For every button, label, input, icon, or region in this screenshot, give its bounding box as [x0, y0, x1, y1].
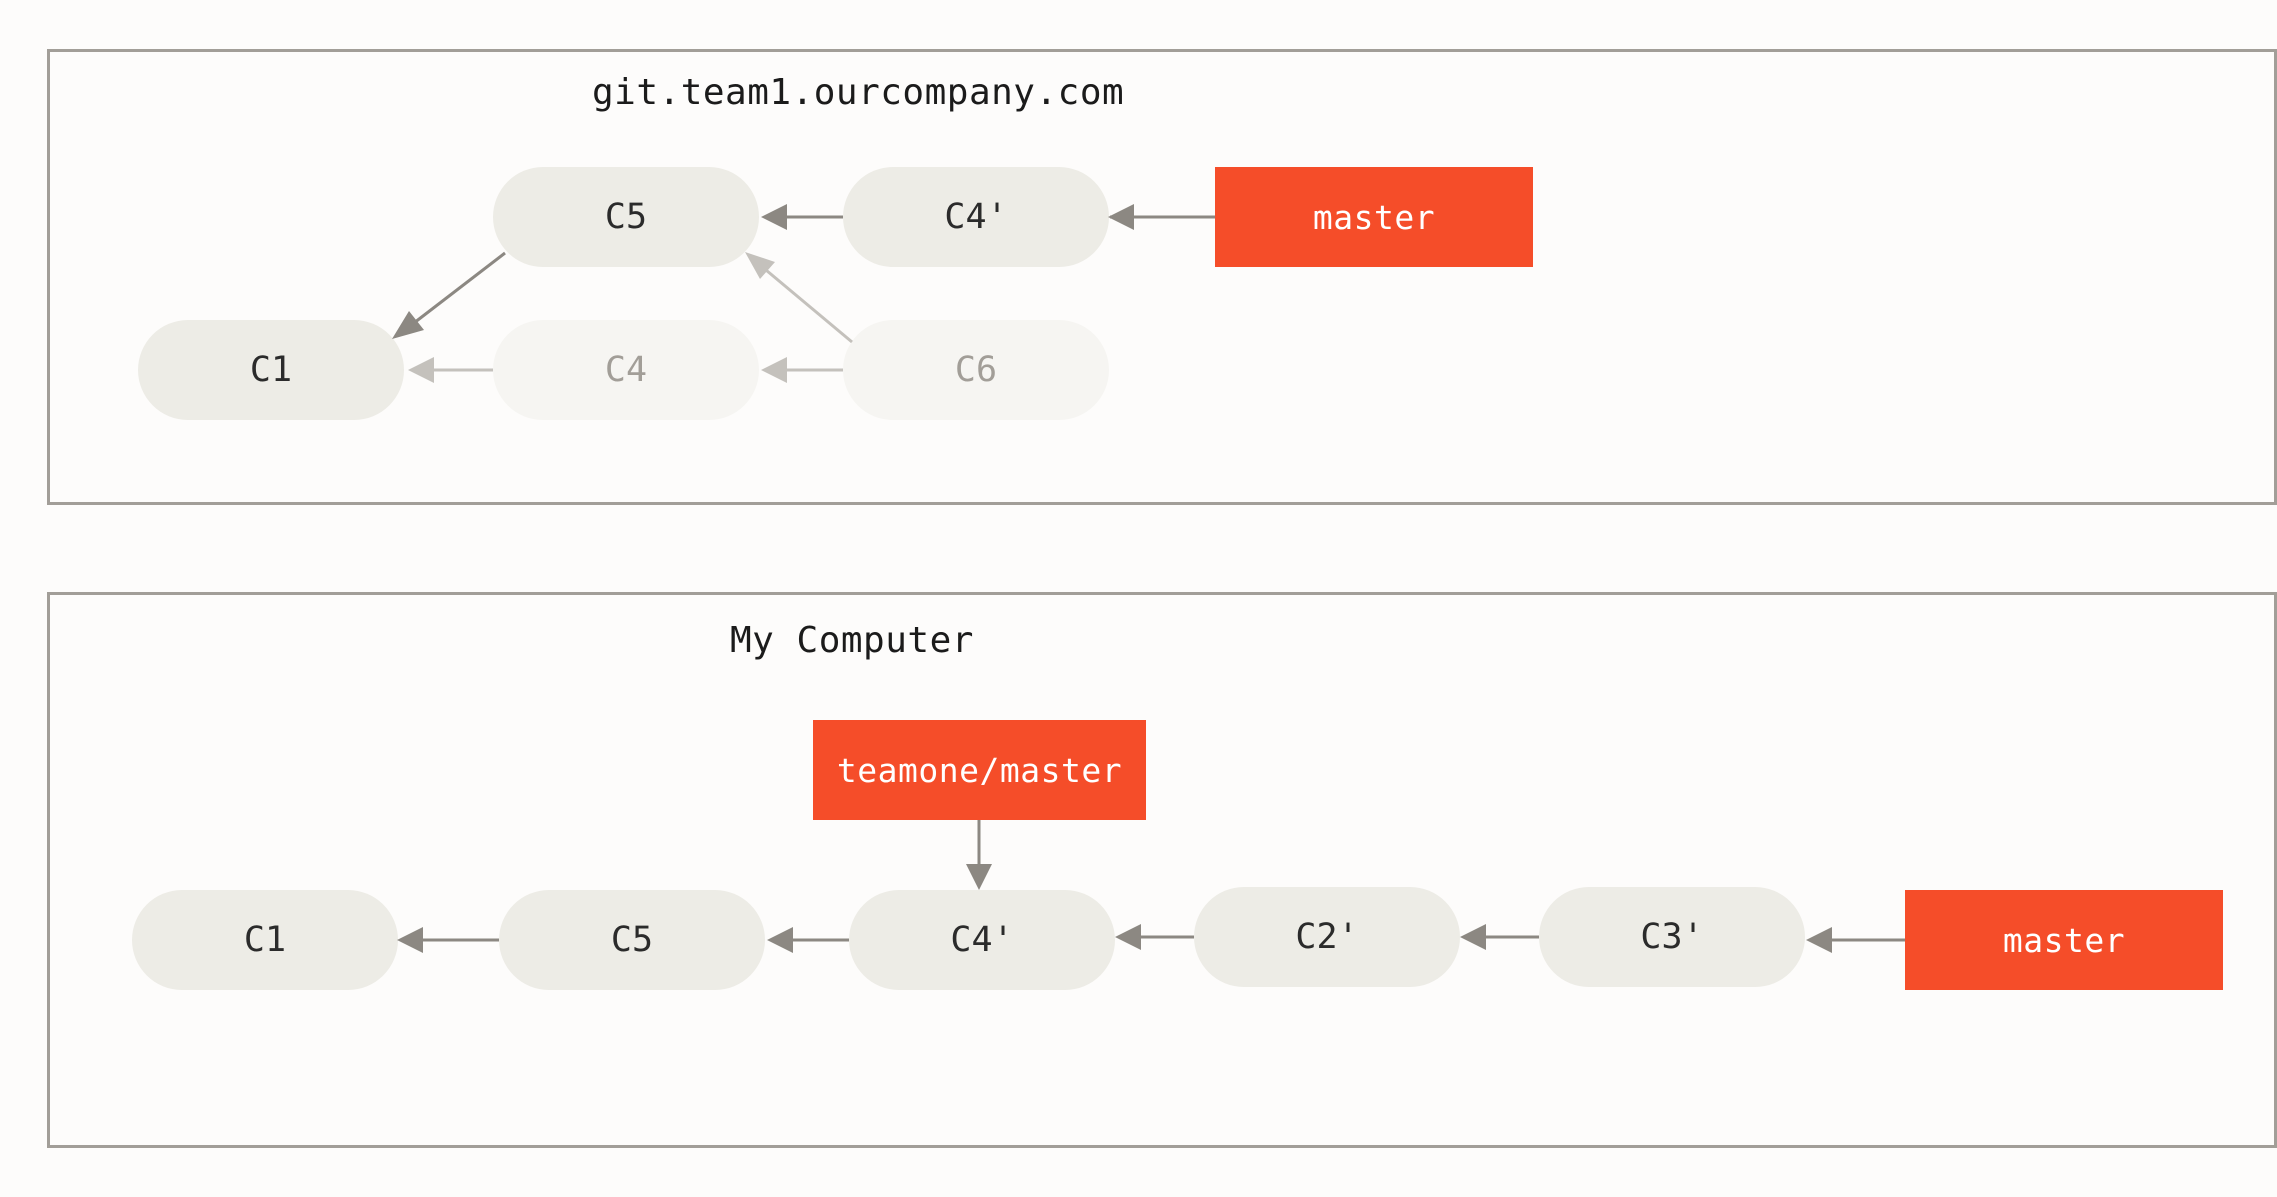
- local-commit-c1: C1: [132, 890, 398, 990]
- remote-branch-master: master: [1215, 167, 1533, 267]
- local-commit-c5: C5: [499, 890, 765, 990]
- remote-commit-c1: C1: [138, 320, 404, 420]
- local-repository-panel: [47, 592, 2277, 1148]
- remote-commit-c5: C5: [493, 167, 759, 267]
- local-panel-title: My Computer: [730, 620, 974, 661]
- remote-commit-c4: C4: [493, 320, 759, 420]
- remote-panel-title: git.team1.ourcompany.com: [592, 72, 1125, 113]
- local-commit-c2-prime: C2': [1194, 887, 1460, 987]
- remote-commit-c6: C6: [843, 320, 1109, 420]
- local-commit-c3-prime: C3': [1539, 887, 1805, 987]
- local-branch-master: master: [1905, 890, 2223, 990]
- remote-repository-panel: [47, 49, 2277, 505]
- local-commit-c4-prime: C4': [849, 890, 1115, 990]
- remote-commit-c4-prime: C4': [843, 167, 1109, 267]
- local-branch-teamone-master: teamone/master: [813, 720, 1146, 820]
